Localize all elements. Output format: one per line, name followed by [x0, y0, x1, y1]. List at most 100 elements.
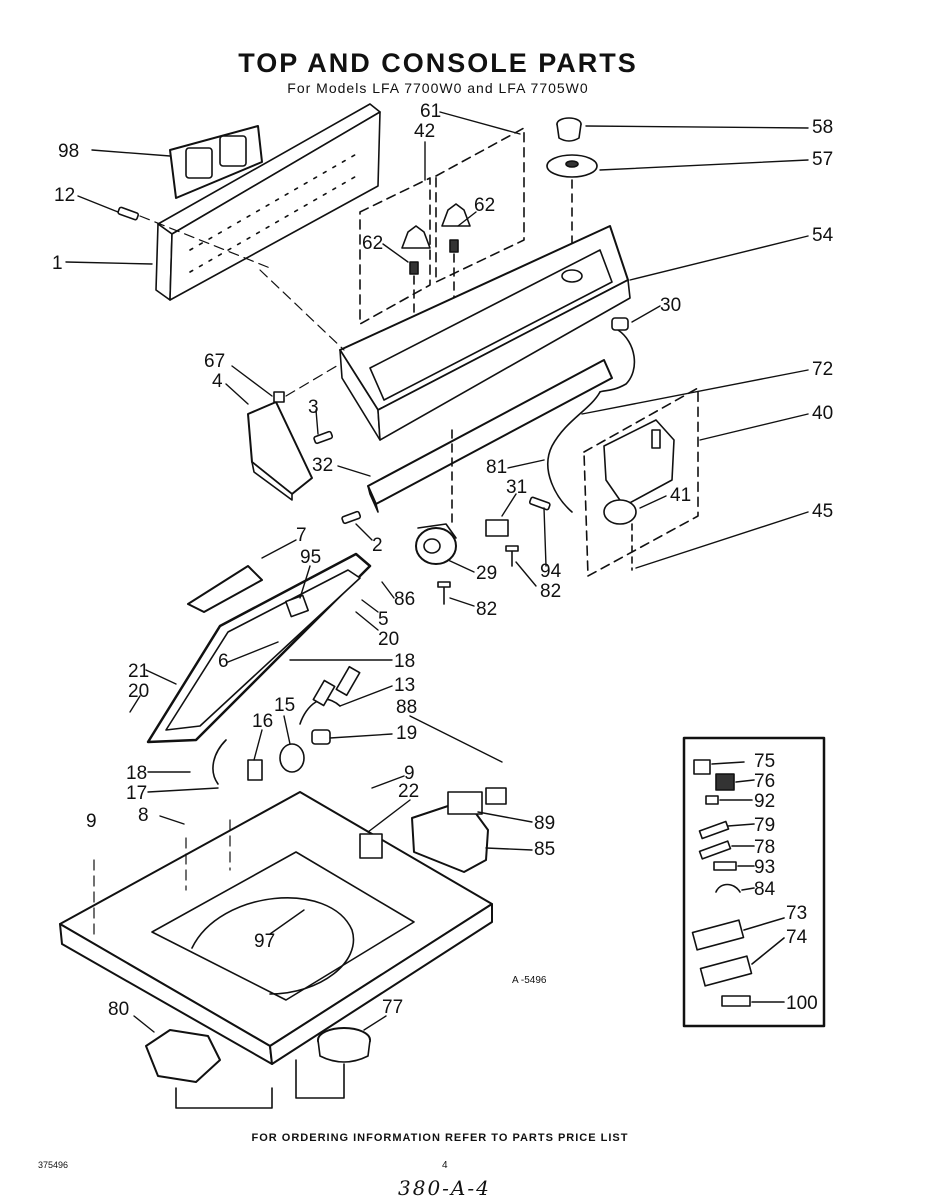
callout-40: 40 — [812, 403, 834, 424]
callout-94: 94 — [540, 561, 562, 582]
callout-21: 21 — [128, 661, 150, 682]
callout-86: 86 — [394, 589, 416, 610]
callout-41: 41 — [670, 485, 692, 506]
kit-callout-78: 78 — [754, 837, 776, 858]
callout-19: 19 — [396, 723, 418, 744]
screw-94 — [528, 496, 551, 511]
callout-20-lower: 20 — [128, 681, 150, 702]
timer-assembly — [415, 523, 457, 565]
lid-frame — [146, 552, 372, 744]
lid-switch-parts — [212, 665, 361, 785]
ring-77 — [295, 1027, 371, 1099]
knob-kit-boxes — [359, 127, 525, 325]
console-back-panel — [155, 103, 381, 301]
switch-31 — [485, 519, 509, 537]
ordering-note: FOR ORDERING INFORMATION REFER TO PARTS … — [251, 1132, 629, 1144]
callout-22: 22 — [398, 781, 420, 802]
screw-2 — [341, 510, 362, 525]
console-end-cap — [247, 401, 313, 501]
clip-67 — [273, 391, 285, 403]
callout-16: 16 — [252, 711, 274, 732]
panel-escutcheon — [169, 125, 263, 199]
callout-80: 80 — [108, 999, 130, 1020]
kit-callout-75: 75 — [754, 751, 776, 772]
callout-3: 3 — [308, 397, 319, 418]
wire-harness — [547, 317, 636, 513]
callout-17: 17 — [126, 783, 148, 804]
callout-72: 72 — [812, 359, 834, 380]
callout-13: 13 — [394, 675, 416, 696]
callout-85: 85 — [534, 839, 556, 860]
assembly-lines — [93, 215, 345, 935]
kit-callout-74: 74 — [786, 927, 808, 948]
kit-callout-79: 79 — [754, 815, 776, 836]
callout-9-left: 9 — [86, 811, 97, 832]
callout-77: 77 — [382, 997, 404, 1018]
callout-12: 12 — [54, 185, 76, 206]
washer-top — [59, 791, 493, 1065]
switch-89 — [447, 787, 507, 815]
callout-8: 8 — [138, 805, 149, 826]
callout-4: 4 — [212, 371, 223, 392]
callout-67: 67 — [204, 351, 226, 372]
callout-15: 15 — [274, 695, 296, 716]
callout-97: 97 — [254, 931, 276, 952]
screw-3 — [313, 430, 334, 445]
callout-30: 30 — [660, 295, 682, 316]
latch-95 — [285, 594, 309, 618]
callout-29: 29 — [476, 563, 498, 584]
callout-54: 54 — [812, 225, 834, 246]
callout-82-upper: 82 — [540, 581, 562, 602]
callout-6: 6 — [218, 651, 229, 672]
callout-5: 5 — [378, 609, 389, 630]
timer-knob-left — [401, 225, 431, 361]
callout-32: 32 — [312, 455, 334, 476]
leader-lines — [65, 111, 809, 1033]
callout-1: 1 — [52, 253, 63, 274]
callout-18-upper: 18 — [394, 651, 416, 672]
kit-callout-76: 76 — [754, 771, 776, 792]
callout-20-upper: 20 — [378, 629, 400, 650]
callout-82-lower: 82 — [476, 599, 498, 620]
callout-42: 42 — [414, 121, 436, 142]
kit-callout-92: 92 — [754, 791, 776, 812]
handle-7 — [187, 565, 263, 613]
screw-82 — [437, 545, 519, 605]
callout-61: 61 — [420, 101, 442, 122]
drawing-code: A -5496 — [512, 975, 547, 986]
callout-89: 89 — [534, 813, 556, 834]
callout-18-lower: 18 — [126, 763, 148, 784]
callout-57: 57 — [812, 149, 834, 170]
parts-kit-box — [682, 736, 826, 1028]
kit-callout-100: 100 — [786, 993, 818, 1014]
kit-callout-84: 84 — [754, 879, 776, 900]
screw-12 — [117, 206, 140, 221]
callout-98: 98 — [58, 141, 80, 162]
cap-part — [556, 117, 582, 142]
callout-45: 45 — [812, 501, 834, 522]
callout-31: 31 — [506, 477, 528, 498]
callout-9-right: 9 — [404, 763, 415, 784]
clip-22 — [359, 833, 383, 859]
kit-callout-93: 93 — [754, 857, 776, 878]
callout-88: 88 — [396, 697, 418, 718]
kit-callout-73: 73 — [786, 903, 808, 924]
motor-kit-box — [583, 387, 699, 577]
callout-7: 7 — [296, 525, 307, 546]
callout-95: 95 — [300, 547, 322, 568]
console-housing — [339, 225, 631, 441]
callout-62-left: 62 — [362, 233, 384, 254]
diagram-subtitle: For Models LFA 7700W0 and LFA 7705W0 — [287, 80, 589, 96]
console-mounting-bracket — [367, 359, 613, 523]
callout-81: 81 — [486, 457, 508, 478]
page-number: 4 — [442, 1160, 448, 1171]
callout-58: 58 — [812, 117, 834, 138]
diagram-title: TOP AND CONSOLE PARTS — [238, 48, 638, 78]
handwritten-note: 380-A-4 — [398, 1176, 491, 1200]
switch-bracket-72 — [603, 419, 675, 507]
callout-62-right: 62 — [474, 195, 496, 216]
document-number: 375496 — [38, 1160, 69, 1170]
callout-2: 2 — [372, 535, 383, 556]
motor-41 — [603, 499, 637, 571]
